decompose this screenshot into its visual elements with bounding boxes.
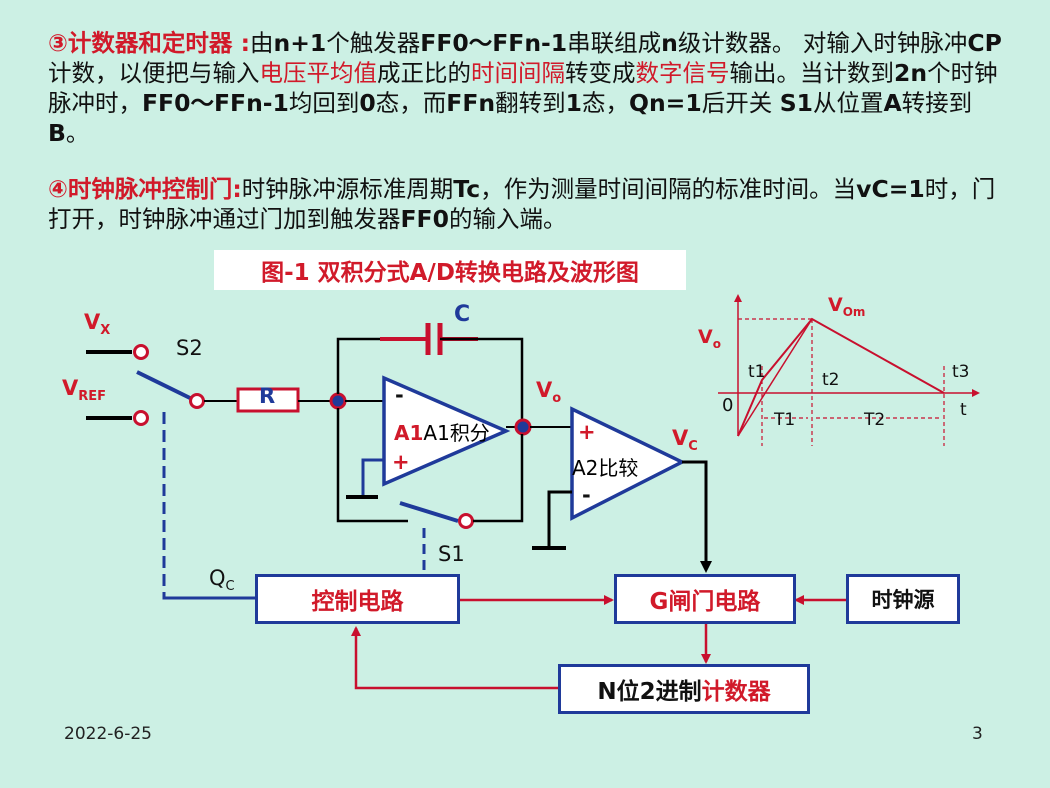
s1-label: S1: [438, 542, 465, 566]
waveform-vo-label: Vo: [698, 326, 721, 351]
paragraph-counter-timer: ③计数器和定时器 :由n+1个触发器FF0～FFn-1串联组成n级计数器。 对输…: [48, 29, 1002, 147]
waveform-origin-label: 0: [722, 395, 734, 416]
capacitor-label: C: [454, 302, 471, 327]
s2-contact-bottom: [133, 410, 149, 426]
waveform-T1-label: T1: [774, 410, 796, 430]
s2-contact-top: [133, 344, 149, 360]
a2-comparator-amp: [570, 406, 686, 521]
feedback-wire-right: [440, 337, 524, 420]
footer-page-number: 3: [972, 724, 983, 744]
vo-label: Vo: [536, 378, 562, 407]
waveform-T2-label: T2: [864, 410, 886, 430]
a1-label: A1A1积分: [394, 421, 490, 445]
a1-plus-label: +: [392, 450, 410, 474]
arrow-counter-to-control: [351, 626, 558, 690]
vx-label: VX: [84, 310, 111, 339]
s1-switch-blade: [399, 501, 459, 523]
node-a1-input: [329, 392, 347, 410]
waveform-vo-trace: [737, 317, 945, 437]
a2-minus-label: -: [582, 483, 591, 507]
control-circuit-block: 控制电路: [255, 574, 460, 624]
vc-label: VC: [672, 426, 698, 455]
node-vo: [514, 418, 532, 436]
a1-integrator-amp: [382, 375, 511, 487]
vref-label: VREF: [62, 376, 107, 405]
resistor-label: R: [259, 384, 276, 408]
waveform-t1-label: t1: [748, 362, 766, 382]
binary-counter-block: N位2进制计数器: [558, 664, 810, 714]
waveform-vom-label: VOm: [828, 294, 866, 319]
a2-plus-label: +: [578, 420, 596, 444]
footer-date: 2022-6-25: [64, 724, 152, 744]
waveform-t-axis-label: t: [960, 400, 967, 420]
paragraph-clock-gate: ④时钟脉冲控制门:时钟脉冲源标准周期Tc，作为测量时间间隔的标准时间。当vC=1…: [48, 175, 996, 233]
s1-contact: [458, 513, 474, 529]
a1-minus-label: -: [395, 383, 404, 407]
s2-label: S2: [176, 336, 203, 360]
comparator-output-wire: [682, 460, 712, 573]
a2-label: A2比较: [572, 456, 639, 480]
clock-source-block: 时钟源: [846, 574, 960, 624]
s2-contact-common: [189, 393, 205, 409]
qc-label: QC: [209, 566, 235, 595]
s2-switch-blade: [136, 370, 191, 400]
waveform-t2-label: t2: [822, 370, 840, 390]
figure-title: 图-1 双积分式A/D转换电路及波形图: [214, 250, 686, 290]
gate-circuit-block: G闸门电路: [614, 574, 796, 624]
waveform-t3-label: t3: [952, 362, 970, 382]
